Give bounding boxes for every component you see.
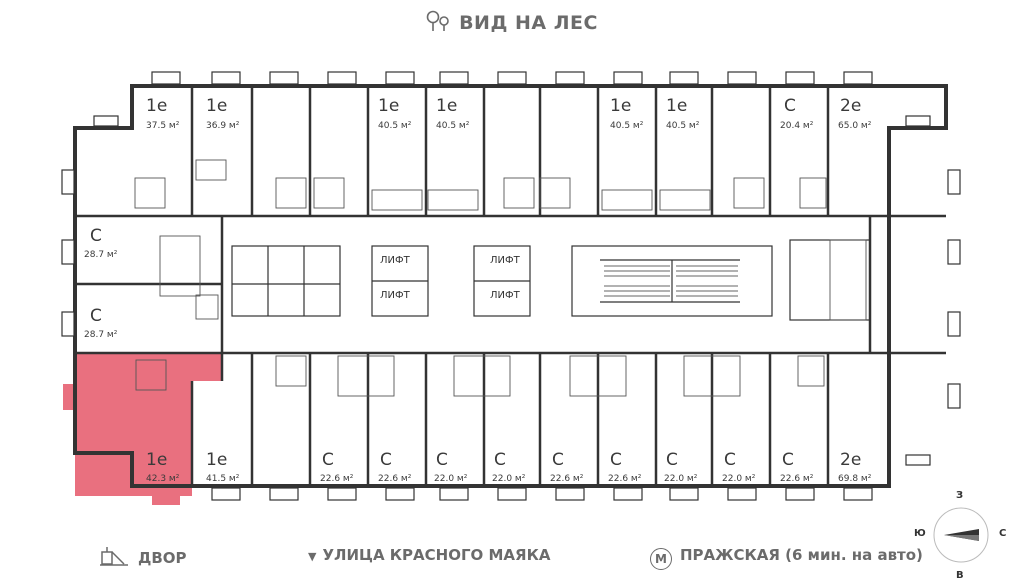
unit-area: 28.7 м² — [84, 330, 118, 340]
lift-label: ЛИФТ — [380, 290, 410, 301]
playground-icon — [100, 546, 128, 570]
compass-west: Ю — [914, 528, 926, 539]
compass-north: З — [956, 490, 964, 501]
unit-name[interactable]: 2е — [840, 450, 862, 470]
trees-icon — [425, 10, 451, 37]
unit-name[interactable]: С — [90, 226, 102, 246]
unit-name[interactable]: С — [436, 450, 448, 470]
unit-area: 22.6 м² — [378, 474, 412, 484]
stairs — [604, 265, 738, 297]
compass-east: С — [999, 528, 1007, 539]
unit-area: 36.9 м² — [206, 121, 240, 131]
street-marker: ▼ — [308, 550, 317, 563]
unit-area: 22.0 м² — [664, 474, 698, 484]
street-caption: ▼ УЛИЦА КРАСНОГО МАЯКА — [308, 546, 550, 564]
unit-area: 22.0 м² — [722, 474, 756, 484]
unit-name[interactable]: С — [782, 450, 794, 470]
yard-caption: ДВОР — [100, 546, 187, 570]
lift-label: ЛИФТ — [490, 290, 520, 301]
unit-area: 22.0 м² — [434, 474, 468, 484]
unit-area: 20.4 м² — [780, 121, 814, 131]
selected-unit-balcony — [92, 454, 116, 464]
unit-name[interactable]: С — [784, 96, 796, 116]
unit-name[interactable]: С — [90, 306, 102, 326]
windows — [61, 71, 961, 501]
unit-name[interactable]: С — [610, 450, 622, 470]
unit-name[interactable]: 1е — [146, 450, 168, 470]
compass-south: В — [956, 570, 964, 581]
unit-name[interactable]: С — [666, 450, 678, 470]
unit-area: 22.6 м² — [320, 474, 354, 484]
unit-name[interactable]: С — [724, 450, 736, 470]
view-caption: ВИД НА ЛЕС — [0, 10, 1023, 37]
unit-name[interactable]: 1е — [206, 450, 228, 470]
unit-area: 40.5 м² — [378, 121, 412, 131]
unit-name[interactable]: С — [494, 450, 506, 470]
metro-icon: М — [650, 548, 672, 570]
unit-name[interactable]: 1е — [436, 96, 458, 116]
metro-label: ПРАЖСКАЯ (6 мин. на авто) — [680, 546, 923, 564]
walls — [73, 84, 948, 488]
unit-name[interactable]: 1е — [378, 96, 400, 116]
unit-area: 40.5 м² — [436, 121, 470, 131]
lift-label: ЛИФТ — [490, 255, 520, 266]
lift-label: ЛИФТ — [380, 255, 410, 266]
unit-area: 28.7 м² — [84, 250, 118, 260]
selected-unit-balcony — [152, 495, 180, 505]
unit-area: 22.6 м² — [550, 474, 584, 484]
unit-name[interactable]: 1е — [610, 96, 632, 116]
compass-icon — [933, 507, 989, 563]
street-label: УЛИЦА КРАСНОГО МАЯКА — [322, 546, 551, 564]
yard-label: ДВОР — [138, 549, 187, 567]
metro-caption: М ПРАЖСКАЯ (6 мин. на авто) — [650, 546, 923, 570]
unit-name[interactable]: 1е — [666, 96, 688, 116]
unit-area: 37.5 м² — [146, 121, 180, 131]
unit-area: 22.6 м² — [780, 474, 814, 484]
unit-name[interactable]: С — [380, 450, 392, 470]
unit-area: 22.0 м² — [492, 474, 526, 484]
selected-unit-balcony — [63, 384, 76, 410]
unit-name[interactable]: С — [552, 450, 564, 470]
unit-name[interactable]: 2е — [840, 96, 862, 116]
unit-name[interactable]: 1е — [206, 96, 228, 116]
compass: З В Ю С — [914, 490, 1009, 588]
bathroom-fixtures — [134, 159, 867, 397]
unit-area: 41.5 м² — [206, 474, 240, 484]
unit-area: 65.0 м² — [838, 121, 872, 131]
view-label: ВИД НА ЛЕС — [459, 12, 598, 34]
unit-area: 69.8 м² — [838, 474, 872, 484]
unit-area: 40.5 м² — [666, 121, 700, 131]
unit-area: 40.5 м² — [610, 121, 644, 131]
unit-area: 42.3 м² — [146, 474, 180, 484]
unit-area: 22.6 м² — [608, 474, 642, 484]
unit-name[interactable]: 1е — [146, 96, 168, 116]
unit-name[interactable]: С — [322, 450, 334, 470]
